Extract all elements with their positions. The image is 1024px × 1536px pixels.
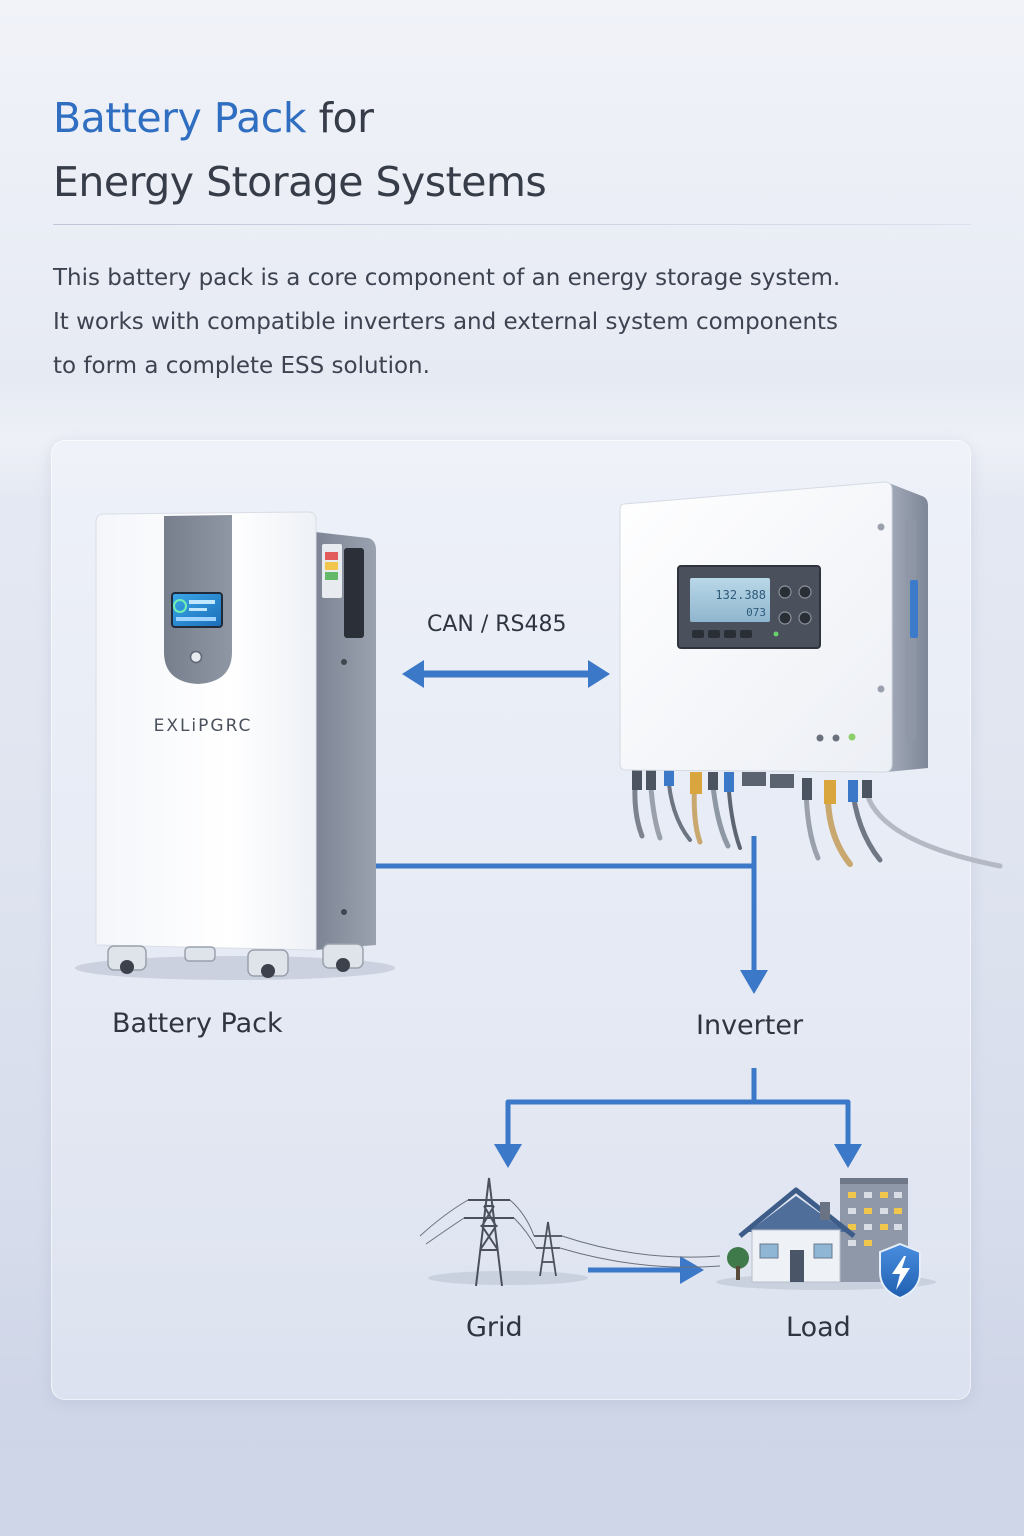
inverter-status-led [816, 734, 824, 742]
battery-pack-illustration: EXLiPGRC [75, 511, 395, 980]
battery-power-button [189, 650, 203, 664]
intro-paragraph: This battery pack is a core component of… [53, 256, 973, 388]
load-illustration [716, 1178, 936, 1300]
inverter-connectors [632, 770, 872, 804]
load-arrowhead [834, 1144, 862, 1168]
inverter-side-indicator [910, 580, 918, 638]
grid-illustration [419, 1177, 721, 1287]
inverter-lcd-line2: 073 [746, 606, 766, 619]
intro-line: to form a complete ESS solution. [53, 353, 430, 379]
inverter-arrowhead [740, 970, 768, 994]
energy-shield-icon [879, 1242, 921, 1300]
communication-arrowhead-left [402, 660, 424, 688]
small-power-tower-icon [534, 1221, 562, 1277]
tree-icon [727, 1247, 749, 1269]
inverter-lcd-line1: 132.388 [715, 588, 766, 602]
grid-to-load-arrowhead [680, 1256, 704, 1284]
inverter-label: Inverter [696, 1010, 804, 1041]
intro-line: It works with compatible inverters and e… [53, 309, 839, 335]
inverter-status-led [848, 733, 856, 741]
load-label: Load [786, 1312, 851, 1343]
communication-arrowhead-right [588, 660, 610, 688]
intro-line: This battery pack is a core component of… [53, 265, 841, 291]
battery-brand-text: EXLiPGRC [154, 716, 253, 736]
title-rest: for [318, 94, 374, 142]
power-tower-icon [464, 1177, 514, 1287]
title-line2: Energy Storage Systems [53, 158, 547, 206]
battery-pack-label: Battery Pack [112, 1008, 283, 1039]
inverter-lcd [690, 578, 770, 622]
building-windows [848, 1192, 902, 1246]
title-divider [53, 224, 971, 225]
house-icon [738, 1187, 856, 1283]
flow-arrows [376, 660, 862, 1284]
title-accent: Battery Pack [53, 94, 307, 142]
grid-label: Grid [466, 1312, 523, 1343]
battery-casters [107, 943, 364, 978]
battery-front-panel [95, 511, 317, 951]
inverter-cables [632, 769, 1003, 869]
communication-label: CAN / RS485 [427, 612, 567, 637]
split-branch-line [505, 1099, 851, 1146]
inverter-status-led [832, 734, 840, 742]
inverter-illustration: 132.388 073 [619, 481, 1003, 869]
battery-side-port [344, 548, 364, 638]
grid-arrowhead [494, 1144, 522, 1168]
power-lines [419, 1199, 721, 1268]
